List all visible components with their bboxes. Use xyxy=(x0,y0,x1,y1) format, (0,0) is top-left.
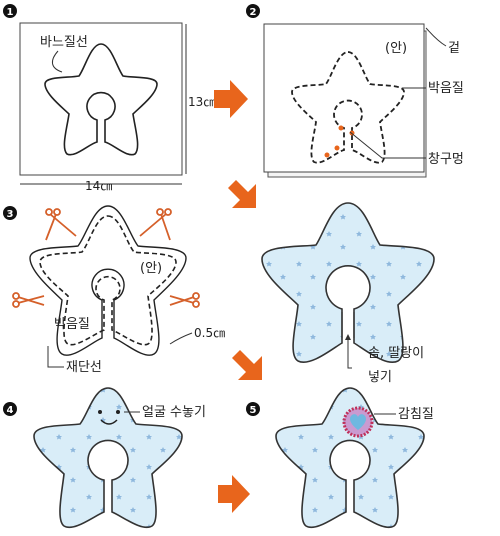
opening-mark xyxy=(338,125,344,131)
leader-line xyxy=(47,346,64,368)
stitched-star xyxy=(291,51,405,164)
fabric-square xyxy=(19,22,183,176)
opening-mark xyxy=(334,145,340,151)
step-3: 3 (안) 박음질 0.5㎝ 재단선 xyxy=(3,205,225,375)
leader-line xyxy=(52,50,63,73)
star-pillow xyxy=(33,387,183,529)
step-number-badge xyxy=(3,402,17,416)
seam-allowance-label: 0.5㎝ xyxy=(194,326,225,340)
smile-icon xyxy=(100,419,118,425)
step-number: 4 xyxy=(7,405,14,416)
step-number: 2 xyxy=(250,7,257,18)
step-number: 1 xyxy=(7,7,14,18)
scissors-icon xyxy=(12,292,45,308)
cut-star xyxy=(29,205,187,356)
star-outline xyxy=(44,43,158,156)
opening-gap xyxy=(341,312,355,338)
leader-line xyxy=(347,336,352,369)
next-arrow-icon xyxy=(232,350,262,380)
stuffed-star xyxy=(261,202,435,363)
width-label: 14㎝ xyxy=(85,179,112,193)
stitch-label: 박음질 xyxy=(54,317,90,332)
leader-line xyxy=(169,332,193,345)
stitch-line-label: 바느질선 xyxy=(40,35,88,50)
inside-label: (안) xyxy=(385,41,407,56)
step-number-badge xyxy=(3,206,17,220)
inside-label: (안) xyxy=(140,261,162,276)
step-number: 3 xyxy=(7,209,14,220)
next-arrow-icon xyxy=(214,80,248,118)
leader-line xyxy=(425,27,447,47)
step-5: 5 감침질 xyxy=(246,387,434,529)
step-3b: 솜, 딸랑이 넣기 xyxy=(261,202,435,385)
scissors-icon xyxy=(139,208,172,241)
stitch-label: 박음질 xyxy=(428,81,464,96)
applique-label: 감침질 xyxy=(398,407,434,422)
cut-line-label: 재단선 xyxy=(66,360,102,375)
step-number-badge xyxy=(246,4,260,18)
eye-icon xyxy=(98,410,102,414)
step-4: 4 얼굴 수놓기 xyxy=(3,387,206,529)
stuffing-label-line1: 솜, 딸랑이 xyxy=(368,346,424,361)
next-arrow-icon xyxy=(228,180,256,208)
arrow-head-icon xyxy=(345,334,351,340)
fabric-front xyxy=(263,23,425,173)
eye-icon xyxy=(116,410,120,414)
scissors-icon xyxy=(169,292,200,308)
face-label: 얼굴 수놓기 xyxy=(142,405,206,420)
stuffing-label-line2: 넣기 xyxy=(368,370,392,385)
step-2: 2 (안) 겉 박음질 창구멍 xyxy=(246,4,464,178)
opening-label: 창구멍 xyxy=(428,152,464,167)
step-1: 1 바느질선 13㎝ 14㎝ xyxy=(3,4,215,193)
leader-line xyxy=(349,131,426,159)
heart-icon xyxy=(350,414,366,430)
step-number: 5 xyxy=(250,405,257,416)
height-label: 13㎝ xyxy=(188,95,215,109)
outer-label: 겉 xyxy=(448,41,460,56)
scissors-icon xyxy=(45,208,77,241)
step-number-badge xyxy=(3,4,17,18)
step-number-badge xyxy=(246,402,260,416)
next-arrow-icon xyxy=(218,475,250,513)
opening-mark xyxy=(324,152,330,158)
star-pillow xyxy=(275,387,425,529)
